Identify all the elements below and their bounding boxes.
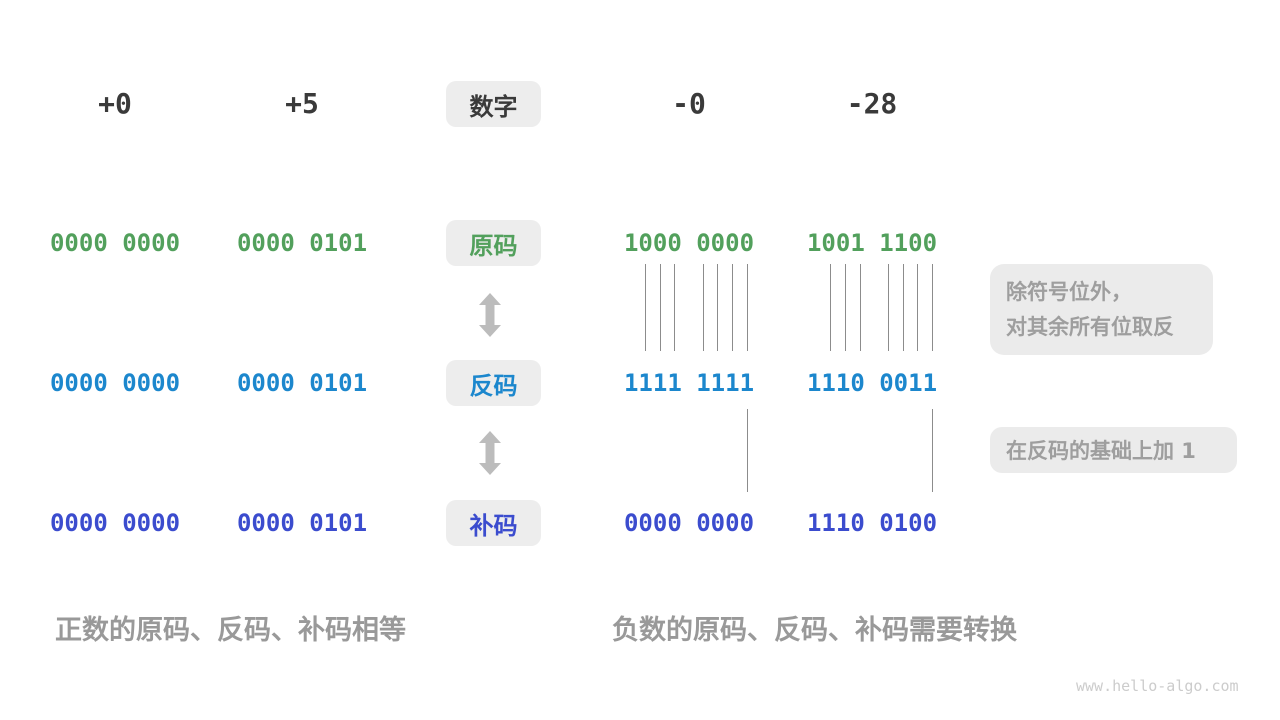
annotation-invert-bits: 除符号位外， 对其余所有位取反	[990, 264, 1213, 355]
binary-value: 0000 0101	[236, 369, 368, 397]
binary-value: 1110 0100	[806, 509, 938, 537]
bit-connector-line	[717, 264, 718, 351]
bit-connector-line	[747, 409, 748, 492]
bit-connector-line	[932, 409, 933, 492]
bit-connector-line	[703, 264, 704, 351]
digit-label: 数字	[469, 92, 518, 121]
bit-connector-line	[917, 264, 918, 351]
double-arrow-icon	[479, 293, 501, 337]
bit-connector-line	[860, 264, 861, 351]
bit-connector-line	[845, 264, 846, 351]
bit-connector-line	[932, 264, 933, 351]
bit-connector-line	[660, 264, 661, 351]
binary-value: 1111 1111	[623, 369, 755, 397]
sign-magnitude-label: 原码	[469, 231, 518, 260]
watermark: www.hello-algo.com	[1076, 677, 1239, 695]
bit-connector-line	[674, 264, 675, 351]
annotation-line: 对其余所有位取反	[1006, 314, 1174, 339]
binary-value: 0000 0000	[49, 509, 181, 537]
annotation-line: 除符号位外，	[1006, 279, 1132, 304]
annotation-line: 在反码的基础上加 1	[1006, 439, 1196, 463]
double-arrow-icon	[479, 431, 501, 475]
binary-value: 1001 1100	[806, 229, 938, 257]
binary-value: 0000 0101	[236, 509, 368, 537]
bit-connector-line	[903, 264, 904, 351]
binary-value: 1000 0000	[623, 229, 755, 257]
bit-connector-line	[747, 264, 748, 351]
bit-connector-line	[888, 264, 889, 351]
header-number-plus-0: +0	[98, 87, 132, 120]
row-label-ones-complement: 反码	[446, 360, 541, 406]
annotation-add-one: 在反码的基础上加 1	[990, 427, 1237, 473]
bit-connector-line	[830, 264, 831, 351]
binary-value: 1110 0011	[806, 369, 938, 397]
bit-connector-line	[732, 264, 733, 351]
header-number-plus-5: +5	[285, 87, 319, 120]
header-number-minus-0: -0	[672, 87, 706, 120]
ones-complement-label: 反码	[469, 371, 518, 400]
twos-complement-label: 补码	[469, 511, 518, 540]
binary-value: 0000 0000	[623, 509, 755, 537]
caption-positive: 正数的原码、反码、补码相等	[55, 615, 406, 646]
binary-value: 0000 0101	[236, 229, 368, 257]
row-label-sign-magnitude: 原码	[446, 220, 541, 266]
binary-value: 0000 0000	[49, 229, 181, 257]
row-label-twos-complement: 补码	[446, 500, 541, 546]
caption-negative: 负数的原码、反码、补码需要转换	[612, 615, 1017, 646]
digit-label-box: 数字	[446, 81, 541, 127]
binary-value: 0000 0000	[49, 369, 181, 397]
bit-connector-line	[645, 264, 646, 351]
header-number-minus-28: -28	[846, 87, 898, 120]
